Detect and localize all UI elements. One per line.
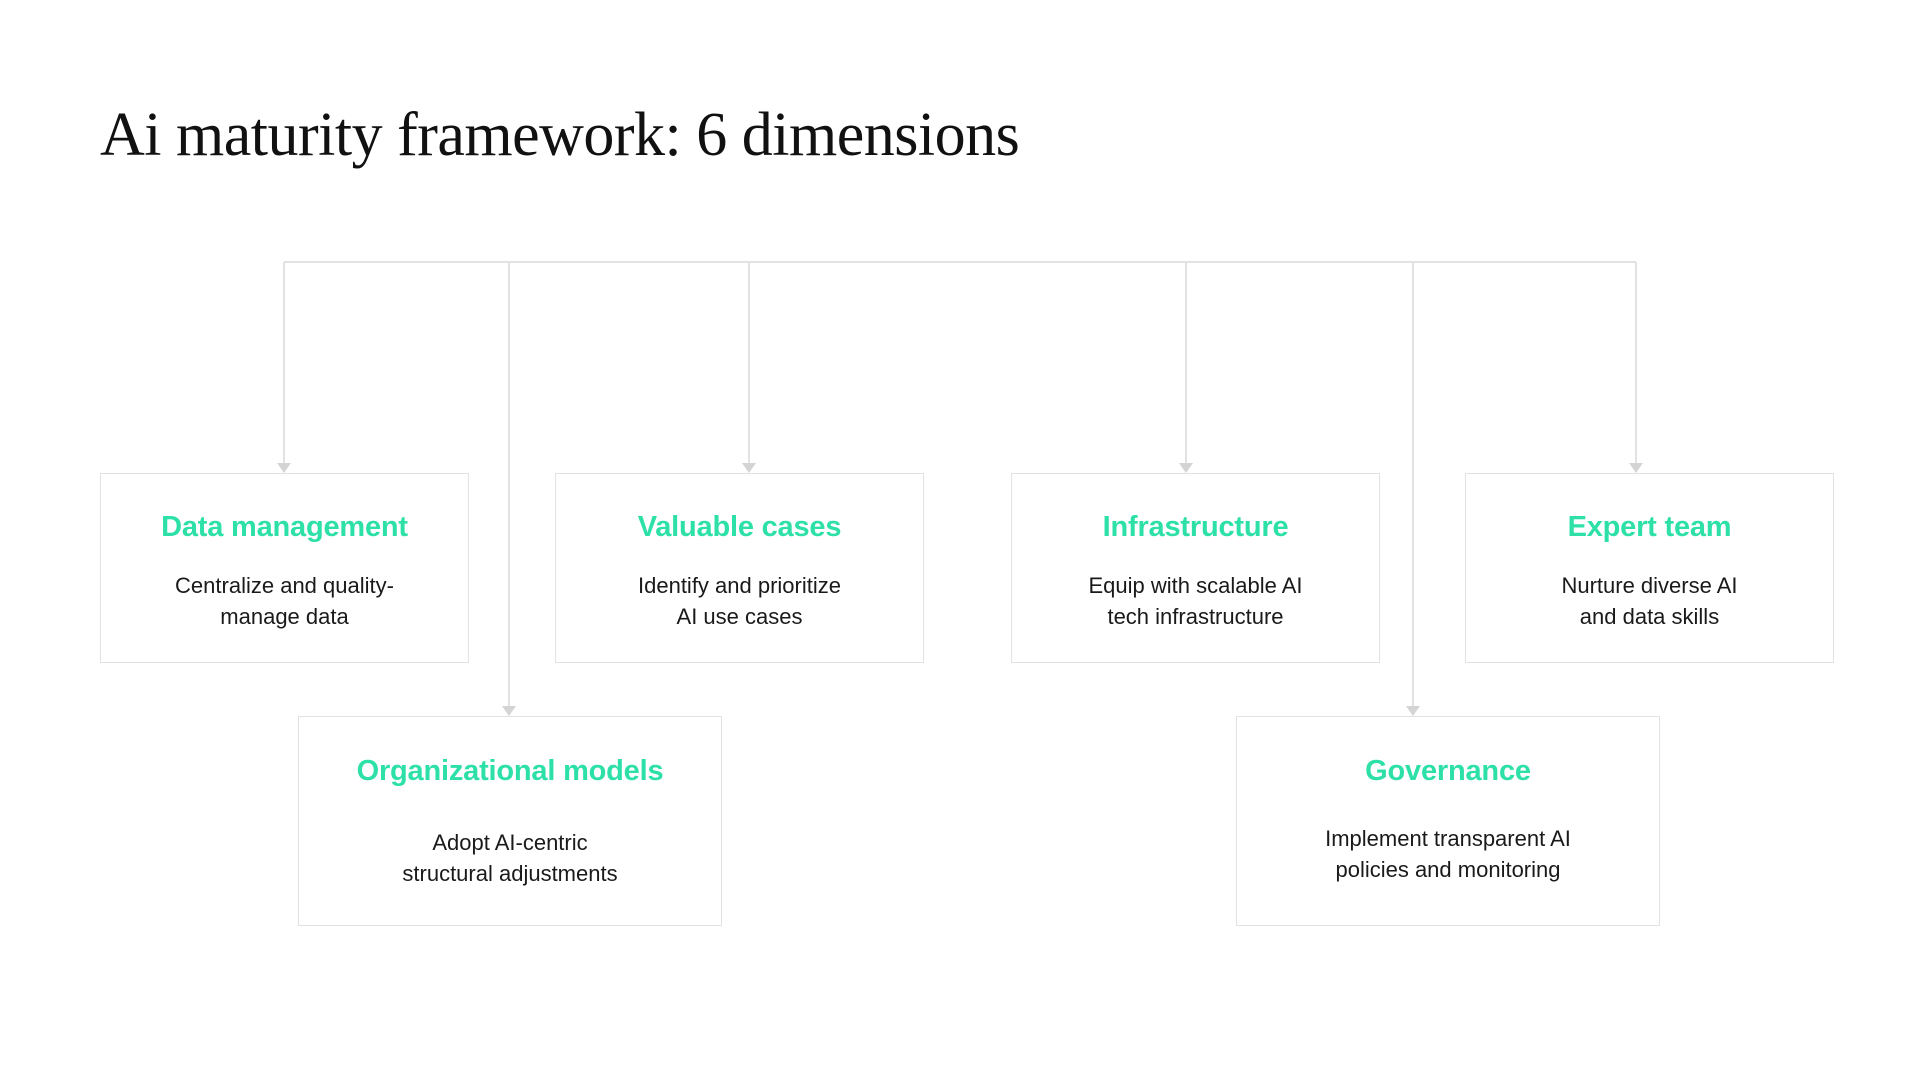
- arrowhead-governance: [1406, 706, 1420, 716]
- card-title: Expert team: [1567, 511, 1732, 543]
- card-description-line: structural adjustments: [402, 861, 618, 887]
- card-description-line: Adopt AI-centric: [432, 830, 588, 856]
- arrowhead-expert-team: [1629, 463, 1643, 473]
- card-organizational-models[interactable]: Organizational models Adopt AI-centric s…: [298, 716, 722, 926]
- card-description: Implement transparent AI policies and mo…: [1325, 823, 1571, 885]
- card-description-line: AI use cases: [676, 604, 803, 630]
- card-title: Organizational models: [356, 755, 664, 787]
- arrowhead-organizational-models: [502, 706, 516, 716]
- card-title: Infrastructure: [1102, 511, 1289, 543]
- card-infrastructure[interactable]: Infrastructure Equip with scalable AI te…: [1011, 473, 1380, 663]
- card-description: Equip with scalable AI tech infrastructu…: [1088, 570, 1302, 632]
- page-title: Ai maturity framework: 6 dimensions: [100, 100, 1020, 169]
- card-title: Data management: [161, 511, 408, 543]
- arrowhead-infrastructure: [1179, 463, 1193, 473]
- card-description-line: policies and monitoring: [1335, 857, 1561, 883]
- card-description-line: Equip with scalable AI: [1088, 573, 1303, 599]
- card-description-line: Implement transparent AI: [1325, 826, 1571, 852]
- card-data-management[interactable]: Data management Centralize and quality- …: [100, 473, 469, 663]
- arrowhead-valuable-cases: [742, 463, 756, 473]
- card-description-line: tech infrastructure: [1107, 604, 1284, 630]
- card-description-line: and data skills: [1579, 604, 1720, 630]
- card-governance[interactable]: Governance Implement transparent AI poli…: [1236, 716, 1660, 926]
- card-title: Governance: [1365, 755, 1531, 787]
- card-title: Valuable cases: [637, 511, 842, 543]
- card-description-line: Identify and prioritize: [638, 573, 841, 599]
- arrowhead-data-management: [277, 463, 291, 473]
- card-description: Nurture diverse AI and data skills: [1561, 570, 1737, 632]
- card-description: Centralize and quality- manage data: [175, 570, 394, 632]
- card-description: Adopt AI-centric structural adjustments: [402, 827, 617, 889]
- card-description-line: Nurture diverse AI: [1561, 573, 1738, 599]
- card-expert-team[interactable]: Expert team Nurture diverse AI and data …: [1465, 473, 1834, 663]
- card-description-line: manage data: [220, 604, 349, 630]
- card-description-line: Centralize and quality-: [175, 573, 394, 599]
- card-valuable-cases[interactable]: Valuable cases Identify and prioritize A…: [555, 473, 924, 663]
- card-description: Identify and prioritize AI use cases: [638, 570, 841, 632]
